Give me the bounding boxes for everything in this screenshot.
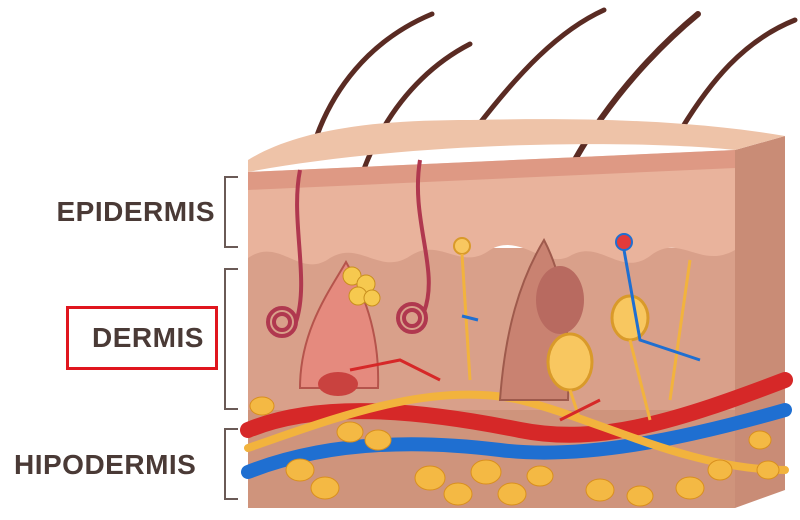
free-nerve-ending [454, 238, 470, 254]
block-side-face [735, 136, 785, 508]
hair-strand [676, 20, 795, 138]
hipodermis-label: HIPODERMIS [14, 449, 196, 481]
hair-strand [470, 10, 604, 136]
hair-bulb [318, 372, 358, 396]
epidermis-label: EPIDERMIS [56, 196, 215, 228]
sebaceous-gland-large [536, 266, 584, 334]
nerve-ending-red [616, 234, 632, 250]
hipodermis-bracket [224, 428, 238, 500]
dermis-label: DERMIS [92, 322, 204, 354]
pacinian-corpuscle [548, 334, 592, 390]
epidermis-bracket [224, 176, 238, 248]
meissner-corpuscle [612, 296, 648, 340]
dermis-bracket [224, 268, 238, 410]
